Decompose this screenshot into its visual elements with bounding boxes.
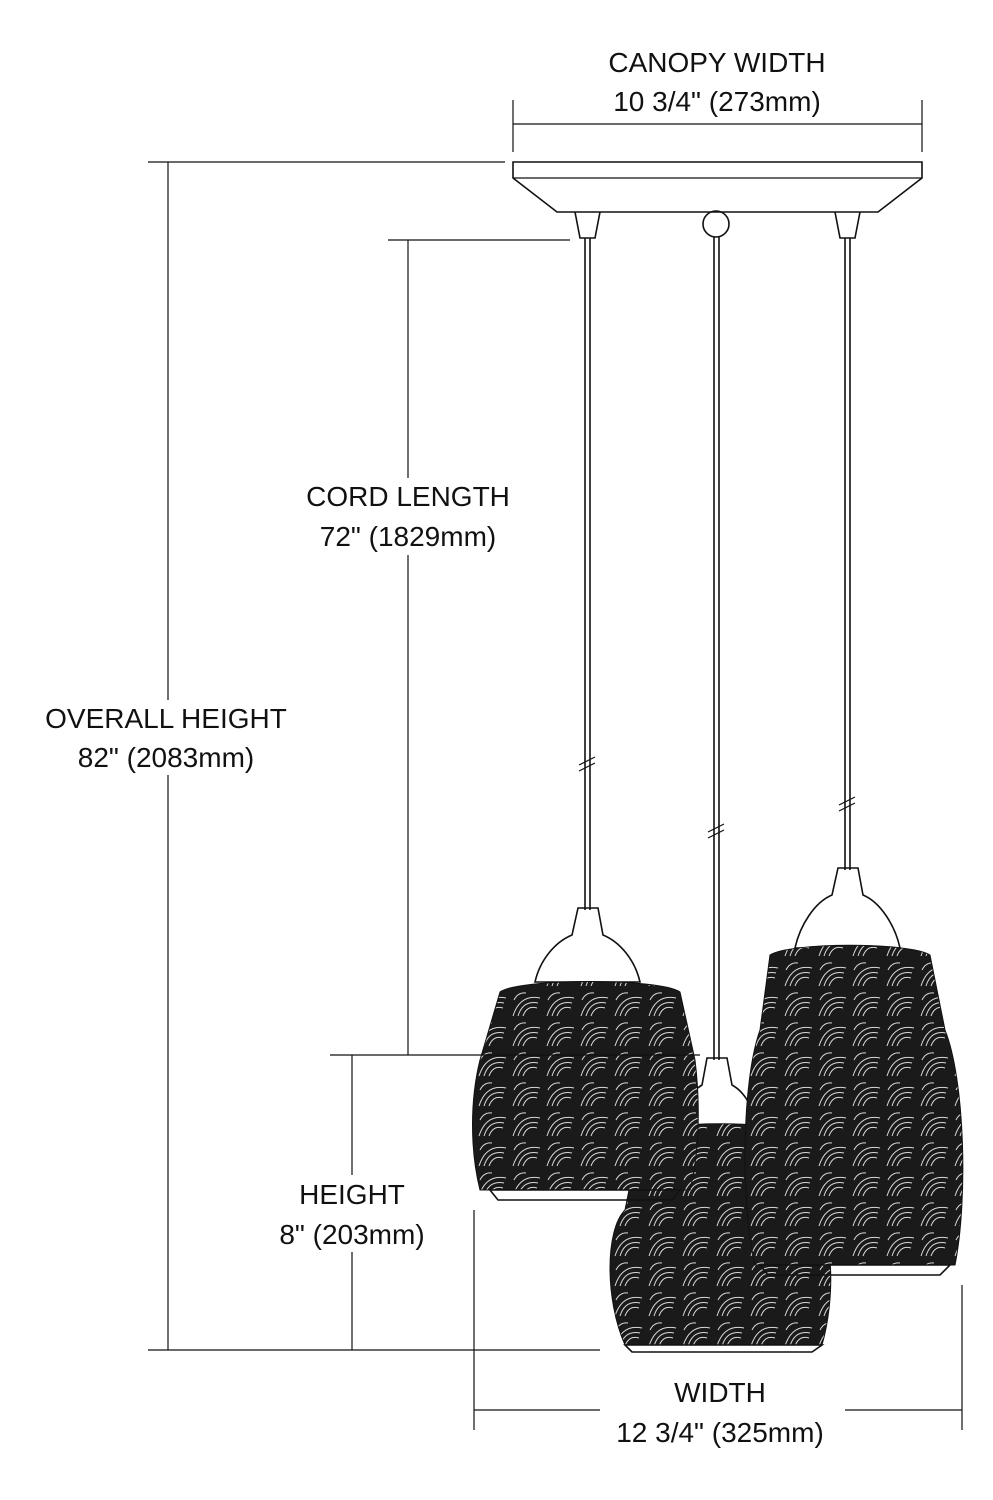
width-label: WIDTH [674,1377,766,1408]
pendant-shade-left [472,907,699,1201]
cords [578,237,856,1060]
pendant-shade-right [744,867,964,1276]
canopy-width-label: CANOPY WIDTH [608,47,825,78]
canopy [512,161,923,239]
overall-height-label: OVERALL HEIGHT [45,703,287,734]
overall-height-value: 82" (2083mm) [78,742,254,773]
canopy-width-value: 10 3/4" (273mm) [613,86,821,117]
cord-length-value: 72" (1829mm) [320,521,496,552]
width-dimension [473,1210,963,1430]
height-value: 8" (203mm) [279,1219,424,1250]
canopy-width-dimension [512,100,923,152]
cord-length-label: CORD LENGTH [306,481,510,512]
width-value: 12 3/4" (325mm) [616,1417,824,1448]
overall-height-dimension [148,161,600,1351]
height-label: HEIGHT [299,1179,405,1210]
cord-length-dimension [330,239,700,1056]
